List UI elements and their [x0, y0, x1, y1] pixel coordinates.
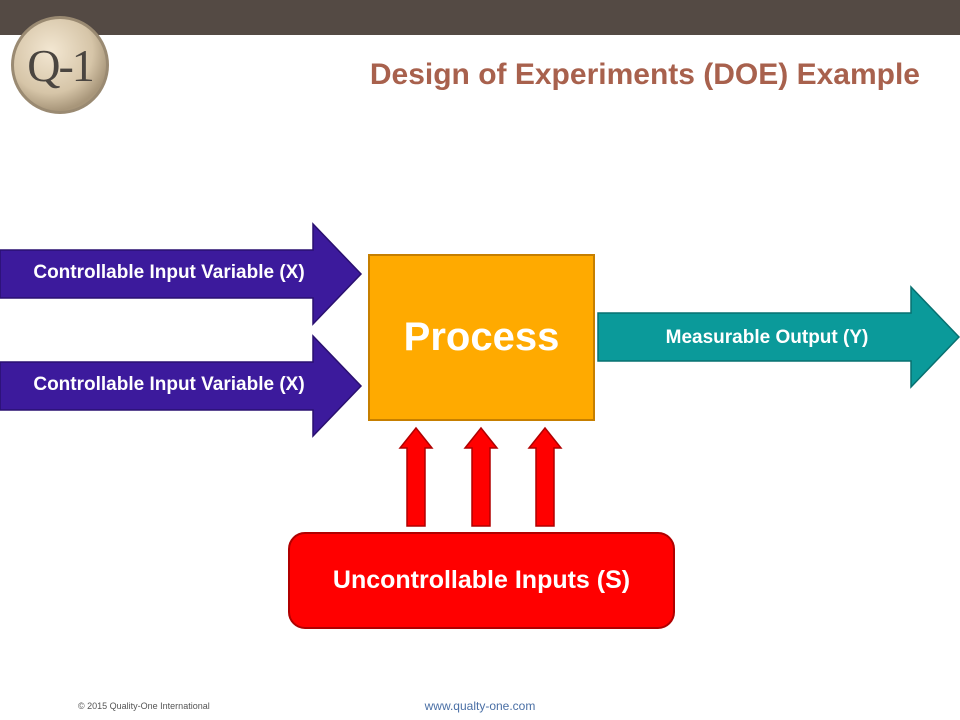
uncontrollable-label: Uncontrollable Inputs (S) [332, 566, 631, 594]
output-arrow [597, 285, 960, 389]
output-label: Measurable Output (Y) [665, 327, 869, 348]
up-arrow-1 [398, 426, 434, 527]
process-label: Process [403, 315, 560, 359]
top-bar [0, 0, 960, 35]
page-title: Design of Experiments (DOE) Example [369, 58, 920, 91]
input-label-2: Controllable Input Variable (X) [33, 374, 305, 395]
input-arrow-2 [0, 334, 363, 438]
up-arrow-3 [527, 426, 563, 527]
process-box [368, 254, 595, 421]
company-logo [11, 16, 109, 114]
input-arrow-1 [0, 222, 363, 326]
up-arrow-2 [463, 426, 499, 527]
input-label-1: Controllable Input Variable (X) [33, 262, 305, 283]
copyright-text: © 2015 Quality-One International [78, 701, 210, 711]
logo-text: Q-1 [27, 39, 95, 91]
website-link[interactable]: www.qualty-one.com [424, 699, 536, 713]
uncontrollable-box [288, 532, 675, 629]
